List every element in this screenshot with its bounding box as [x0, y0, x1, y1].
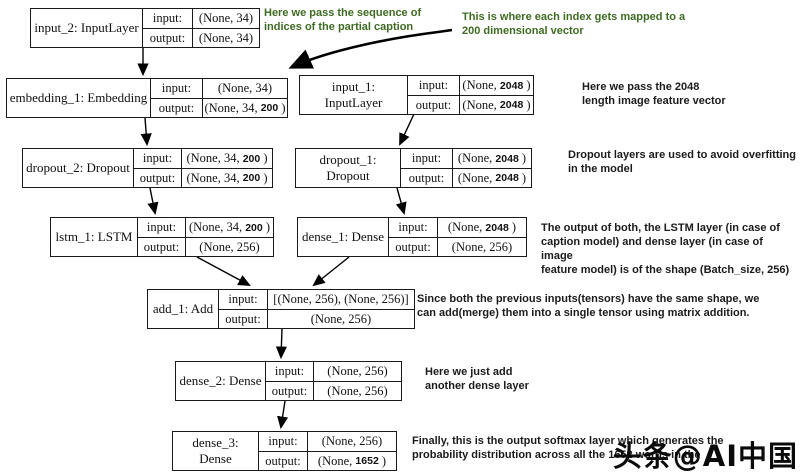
layer-name: dense_1: Dense — [298, 218, 389, 256]
layer-node-dense_1: dense_1: Dense input: (None, 2048 ) outp… — [297, 217, 527, 257]
layer-node-dropout_1: dropout_1: Dropout input: (None, 2048 ) … — [295, 148, 532, 188]
layer-name: dense_2: Dense — [176, 362, 266, 400]
annotation-image-feature: Here we pass the 2048 length image featu… — [582, 81, 726, 108]
io-value: (None, 34, 200 ) — [186, 151, 268, 165]
io-value: (None, 2048 ) — [462, 78, 531, 92]
io-value: (None, 2048 ) — [460, 95, 533, 114]
io-key: input: — [389, 218, 438, 237]
layer-node-lstm_1: lstm_1: LSTM input: (None, 34, 200 ) out… — [50, 217, 274, 257]
layer-node-dense_3: dense_3: Dense input: (None, 256) output… — [172, 431, 397, 471]
io-value: (None, 34, 200 ) — [182, 168, 272, 187]
annotation-embedding: This is where each index gets mapped to … — [462, 11, 686, 38]
annotation-dense2: Here we just add another dense layer — [425, 366, 529, 393]
io-key: output: — [389, 237, 438, 256]
io-key: input: — [138, 218, 186, 237]
io-key: output: — [401, 168, 453, 187]
io-value: [(None, 256), (None, 256)] — [273, 292, 409, 306]
io-value: (None, 34) — [198, 11, 254, 25]
layer-node-input_1: input_1: InputLayer input: (None, 2048 )… — [299, 75, 534, 115]
layer-name: dense_3: Dense — [173, 432, 259, 470]
io-key: output: — [151, 98, 203, 117]
layer-node-dense_2: dense_2: Dense input: (None, 256) output… — [175, 361, 402, 401]
io-key: input: — [143, 9, 193, 28]
io-key: input: — [134, 149, 182, 168]
layer-node-embedding_1: embedding_1: Embedding input: (None, 34)… — [6, 78, 288, 118]
io-key: input: — [266, 362, 314, 381]
layer-node-dropout_2: dropout_2: Dropout input: (None, 34, 200… — [22, 148, 273, 188]
layer-name: dropout_1: Dropout — [296, 149, 401, 187]
layer-name: embedding_1: Embedding — [7, 79, 151, 117]
io-value: (None, 256) — [438, 237, 526, 256]
annotation-softmax: Finally, this is the output softmax laye… — [412, 435, 724, 462]
io-value: (None, 256) — [268, 309, 414, 328]
io-key: output: — [134, 168, 182, 187]
io-key: output: — [138, 237, 186, 256]
io-value: (None, 34, 200 ) — [203, 98, 287, 117]
io-value: (None, 2048 ) — [457, 151, 527, 165]
layer-node-input_2: input_2: InputLayer input: (None, 34) ou… — [30, 8, 260, 48]
io-value: (None, 2048 ) — [453, 168, 531, 187]
layer-node-add_1: add_1: Add input: [(None, 256), (None, 2… — [147, 289, 415, 329]
io-value: (None, 2048 ) — [447, 220, 517, 234]
io-key: input: — [401, 149, 453, 168]
io-value: (None, 256) — [186, 237, 273, 256]
io-value: (None, 1652 ) — [308, 451, 396, 470]
io-key: input: — [219, 290, 268, 309]
io-value: (None, 34) — [193, 28, 259, 47]
io-key: output: — [266, 381, 314, 400]
io-value: (None, 256) — [314, 381, 401, 400]
annotation-add: Since both the previous inputs(tensors) … — [417, 293, 760, 320]
watermark: 头条@AI中国 — [612, 439, 798, 473]
annotation-shape: The output of both, the LSTM layer (in c… — [541, 222, 790, 277]
io-key: output: — [408, 95, 460, 114]
io-value: (None, 256) — [327, 364, 388, 378]
layer-name: input_2: InputLayer — [31, 9, 143, 47]
io-key: input: — [151, 79, 203, 98]
io-key: output: — [143, 28, 193, 47]
io-key: output: — [259, 451, 308, 470]
io-value: (None, 256) — [321, 434, 383, 448]
io-value: (None, 34, 200 ) — [188, 220, 271, 234]
io-value: (None, 34) — [217, 81, 273, 95]
layer-name: input_1: InputLayer — [300, 76, 408, 114]
io-key: input: — [408, 76, 460, 95]
io-key: output: — [219, 309, 268, 328]
io-key: input: — [259, 432, 308, 451]
layer-name: lstm_1: LSTM — [51, 218, 138, 256]
annotation-dropout: Dropout layers are used to avoid overfit… — [568, 149, 796, 176]
layer-name: dropout_2: Dropout — [23, 149, 134, 187]
annotation-partial-caption: Here we pass the sequence of indices of … — [264, 7, 422, 34]
layer-name: add_1: Add — [148, 290, 219, 328]
